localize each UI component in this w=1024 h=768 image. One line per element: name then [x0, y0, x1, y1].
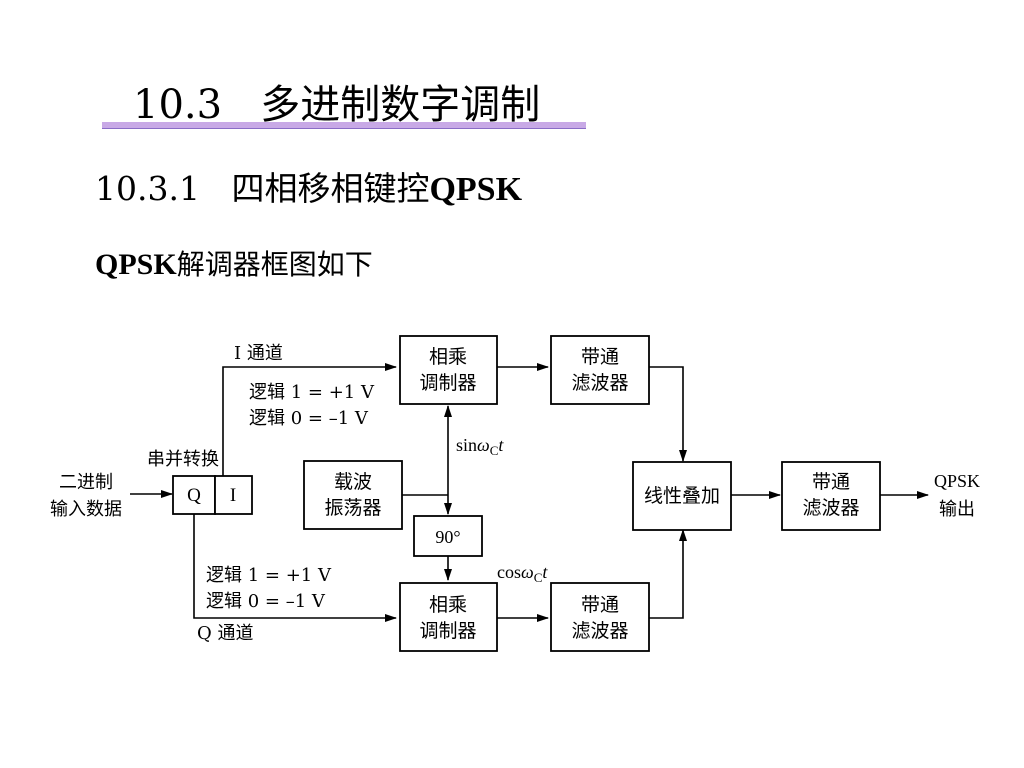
- q-logic-1-label: 逻辑 1 = +1 V: [206, 565, 332, 586]
- cos-sub: C: [534, 570, 543, 585]
- sp-i-label: I: [230, 485, 236, 506]
- sp-q-box: [172, 475, 216, 515]
- cos-carrier-label: cosωCt: [497, 562, 548, 585]
- q-path-line: [193, 514, 397, 622]
- sp-i-box: [214, 475, 253, 515]
- output-label-2: 输出: [939, 499, 975, 520]
- multiplier-bottom-label-1: 相乘: [429, 594, 467, 616]
- subsection-title-latin: QPSK: [429, 171, 523, 208]
- subsection-number: 10.3.1: [95, 169, 200, 208]
- bpf-bot-to-adder-arrow: [649, 529, 687, 619]
- section-title-text: 多进制数字调制: [260, 82, 541, 128]
- cos-omega: ω: [521, 562, 534, 582]
- multiplier-bottom-label-2: 调制器: [419, 620, 476, 642]
- multiplier-top-label-1: 相乘: [429, 346, 467, 368]
- oscillator-box: [303, 460, 403, 530]
- diagram-caption: QPSK解调器框图如下: [95, 246, 373, 284]
- bpf-out-label-1: 带通: [812, 471, 850, 493]
- multiplier-top-box: [399, 335, 498, 405]
- i-logic-1-label: 逻辑 1 = +1 V: [249, 382, 375, 403]
- bpf-top-box: [550, 335, 650, 405]
- bpf-bottom-label-2: 滤波器: [571, 620, 628, 642]
- sin-label-pre: sin: [456, 435, 477, 455]
- output-label-1: QPSK: [934, 471, 980, 491]
- multiplier-top-label-2: 调制器: [419, 372, 476, 394]
- bpf-bottom-label-1: 带通: [581, 594, 619, 616]
- q-channel-label: Q 通道: [197, 623, 253, 644]
- i-path-line: [222, 363, 397, 476]
- sp-q-label: Q: [187, 485, 201, 506]
- sin-t: t: [498, 435, 504, 455]
- adder-box: [632, 461, 732, 531]
- subsection-title-cn: 四相移相键控: [231, 169, 430, 208]
- input-label-2: 输入数据: [50, 499, 122, 520]
- oscillator-label-1: 载波: [334, 471, 372, 493]
- i-logic-0-label: 逻辑 0 = –1 V: [249, 408, 369, 429]
- bpf-top-label-1: 带通: [581, 346, 619, 368]
- sin-carrier-label: sinωCt: [456, 435, 504, 458]
- bpf-top-to-adder-arrow: [649, 366, 687, 462]
- section-number: 10.3: [133, 82, 223, 128]
- title-underline: [102, 122, 586, 129]
- bpf-out-label-2: 滤波器: [802, 497, 859, 519]
- bpf-top-label-2: 滤波器: [571, 372, 628, 394]
- subsection-title: 10.3.1 四相移相键控QPSK: [95, 168, 522, 211]
- oscillator-label-2: 振荡器: [324, 497, 381, 519]
- phase-shift-box: [413, 515, 483, 557]
- bpf-bottom-box: [550, 582, 650, 652]
- phase-shift-label: 90°: [435, 527, 460, 547]
- q-logic-0-label: 逻辑 0 = –1 V: [206, 591, 326, 612]
- caption-latin: QPSK: [95, 248, 177, 281]
- input-label-1: 二进制: [59, 472, 113, 493]
- section-title: 10.3 多进制数字调制: [133, 80, 540, 130]
- sin-omega: ω: [477, 435, 490, 455]
- cos-label-pre: cos: [497, 562, 521, 582]
- sp-converter-label: 串并转换: [147, 449, 219, 470]
- sin-sub: C: [490, 443, 499, 458]
- i-channel-label: I 通道: [234, 343, 283, 364]
- adder-label: 线性叠加: [644, 485, 720, 507]
- caption-cn: 解调器框图如下: [176, 248, 373, 281]
- cos-t: t: [542, 562, 548, 582]
- bpf-out-box: [781, 461, 881, 531]
- multiplier-bottom-box: [399, 582, 498, 652]
